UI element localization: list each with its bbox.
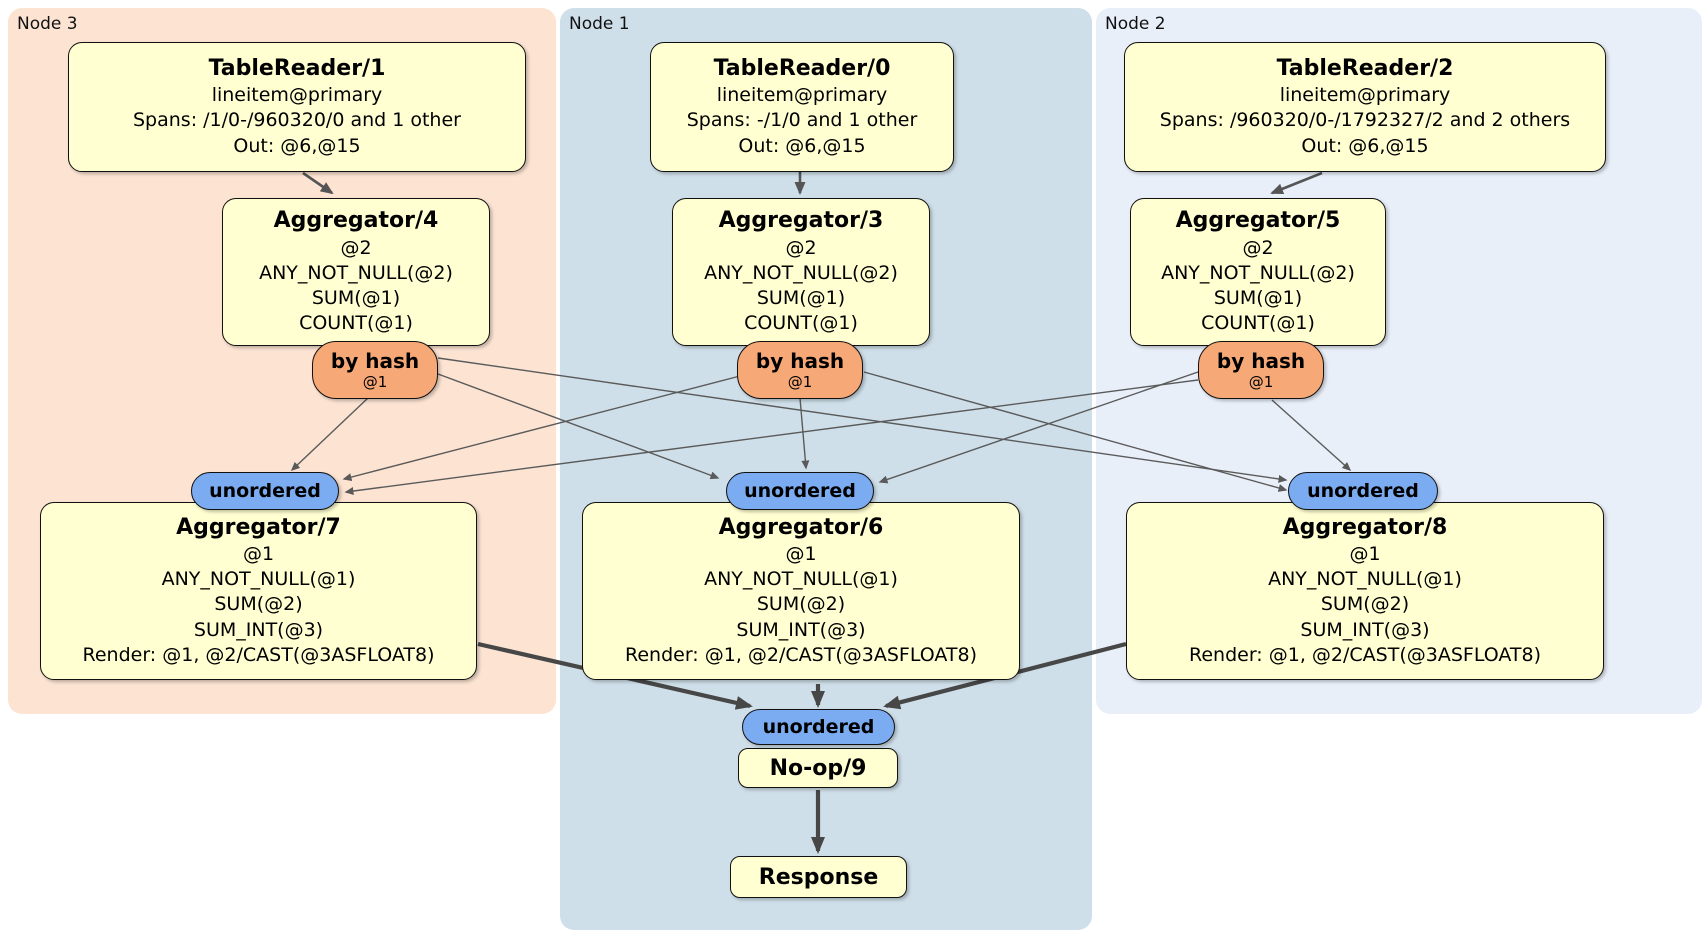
processor-noop-9: No-op/9	[738, 748, 898, 788]
processor-groupcols: @2	[340, 236, 372, 259]
processor-tablereader-1: TableReader/1 lineitem@primary Spans: /1…	[68, 42, 526, 172]
processor-title: No-op/9	[769, 755, 867, 781]
processor-aggfn: SUM(@1)	[1213, 287, 1303, 310]
router-label: by hash	[330, 348, 420, 373]
router-key: @1	[1248, 372, 1274, 391]
processor-groupcols: @1	[785, 542, 817, 565]
processor-aggfn: SUM_INT(@3)	[193, 618, 324, 641]
router-label: by hash	[755, 348, 845, 373]
edge-hashM-unordM	[799, 397, 810, 470]
processor-title: Aggregator/3	[718, 208, 884, 234]
edge-hashM-unordR	[863, 371, 1288, 492]
response-title: Response	[758, 864, 879, 890]
processor-groupcols: @2	[1242, 236, 1274, 259]
router-by-hash-left: by hash @1	[312, 341, 438, 399]
router-label: by hash	[1216, 348, 1306, 373]
edge-hashR-unordR	[1271, 399, 1352, 472]
processor-aggregator-7: Aggregator/7 @1 ANY_NOT_NULL(@1) SUM(@2)…	[40, 502, 477, 680]
processor-out: Out: @6,@15	[233, 134, 361, 157]
processor-render: Render: @1, @2/CAST(@3ASFLOAT8)	[625, 643, 977, 666]
processor-index: lineitem@primary	[1279, 84, 1451, 107]
processor-aggfn: ANY_NOT_NULL(@1)	[161, 568, 356, 591]
router-key: @1	[787, 372, 813, 391]
processor-aggfn: SUM(@2)	[1320, 593, 1410, 616]
processor-aggregator-6: Aggregator/6 @1 ANY_NOT_NULL(@1) SUM(@2)…	[582, 502, 1020, 680]
response-node: Response	[730, 856, 907, 898]
processor-title: TableReader/1	[208, 56, 386, 82]
edge-hashR-unordL	[344, 379, 1199, 495]
stream-unordered-final: unordered	[742, 709, 895, 745]
processor-title: Aggregator/8	[1282, 514, 1448, 540]
processor-tablereader-2: TableReader/2 lineitem@primary Spans: /9…	[1124, 42, 1606, 172]
processor-index: lineitem@primary	[211, 84, 383, 107]
processor-render: Render: @1, @2/CAST(@3ASFLOAT8)	[82, 643, 435, 666]
edge-hashL-unordR	[437, 357, 1288, 483]
processor-aggfn: COUNT(@1)	[744, 312, 858, 335]
edge-hashL-unordL	[290, 397, 369, 472]
processor-groupcols: @2	[785, 236, 817, 259]
processor-aggfn: COUNT(@1)	[1201, 312, 1315, 335]
processor-groupcols: @1	[1349, 542, 1381, 565]
processor-groupcols: @1	[242, 542, 275, 565]
processor-title: TableReader/0	[713, 56, 891, 82]
processor-out: Out: @6,@15	[738, 134, 866, 157]
stream-unordered-right: unordered	[1288, 472, 1438, 510]
processor-tablereader-0: TableReader/0 lineitem@primary Spans: -/…	[650, 42, 954, 172]
processor-aggfn: ANY_NOT_NULL(@2)	[704, 261, 898, 284]
processor-aggfn: SUM_INT(@3)	[1300, 618, 1430, 641]
processor-aggregator-4: Aggregator/4 @2 ANY_NOT_NULL(@2) SUM(@1)…	[222, 198, 490, 346]
processor-aggfn: SUM(@2)	[214, 593, 303, 616]
processor-aggfn: SUM_INT(@3)	[736, 618, 866, 641]
processor-title: Aggregator/7	[176, 514, 341, 540]
region-node1-label: Node 1	[569, 14, 630, 34]
processor-spans: Spans: -/1/0 and 1 other	[686, 109, 918, 132]
processor-aggregator-3: Aggregator/3 @2 ANY_NOT_NULL(@2) SUM(@1)…	[672, 198, 930, 346]
stream-label: unordered	[209, 480, 321, 502]
processor-aggregator-5: Aggregator/5 @2 ANY_NOT_NULL(@2) SUM(@1)…	[1130, 198, 1386, 346]
stream-unordered-middle: unordered	[726, 472, 874, 510]
processor-title: Aggregator/5	[1175, 208, 1341, 234]
stream-unordered-left: unordered	[191, 472, 339, 510]
processor-aggfn: COUNT(@1)	[299, 312, 413, 335]
edge-hashR-unordM	[878, 371, 1199, 484]
processor-aggfn: ANY_NOT_NULL(@2)	[1161, 261, 1355, 284]
processor-spans: Spans: /1/0-/960320/0 and 1 other	[133, 109, 461, 132]
stream-label: unordered	[744, 480, 856, 502]
processor-aggfn: SUM(@2)	[756, 593, 846, 616]
processor-aggfn: ANY_NOT_NULL(@1)	[1268, 568, 1462, 591]
processor-out: Out: @6,@15	[1301, 134, 1429, 157]
processor-title: Aggregator/6	[718, 514, 884, 540]
processor-aggfn: SUM(@1)	[756, 287, 846, 310]
processor-render: Render: @1, @2/CAST(@3ASFLOAT8)	[1189, 643, 1541, 666]
stream-label: unordered	[762, 716, 875, 738]
router-by-hash-middle: by hash @1	[737, 341, 863, 399]
router-key: @1	[362, 372, 388, 391]
stream-label: unordered	[1307, 480, 1419, 502]
processor-title: Aggregator/4	[273, 208, 439, 234]
edge-tr1-agg4	[302, 171, 334, 195]
edge-hashM-unordL	[342, 375, 741, 481]
processor-aggfn: ANY_NOT_NULL(@1)	[704, 568, 898, 591]
edge-tr2-agg5	[1270, 171, 1323, 195]
region-node3-label: Node 3	[17, 14, 78, 34]
processor-title: TableReader/2	[1276, 56, 1454, 82]
processor-index: lineitem@primary	[716, 84, 888, 107]
region-node2-label: Node 2	[1105, 14, 1166, 34]
processor-aggfn: ANY_NOT_NULL(@2)	[259, 261, 453, 284]
processor-aggfn: SUM(@1)	[311, 287, 401, 310]
processor-aggregator-8: Aggregator/8 @1 ANY_NOT_NULL(@1) SUM(@2)…	[1126, 502, 1604, 680]
processor-spans: Spans: /960320/0-/1792327/2 and 2 others	[1159, 109, 1571, 132]
edge-hashL-unordM	[437, 373, 720, 480]
router-by-hash-right: by hash @1	[1198, 341, 1324, 399]
